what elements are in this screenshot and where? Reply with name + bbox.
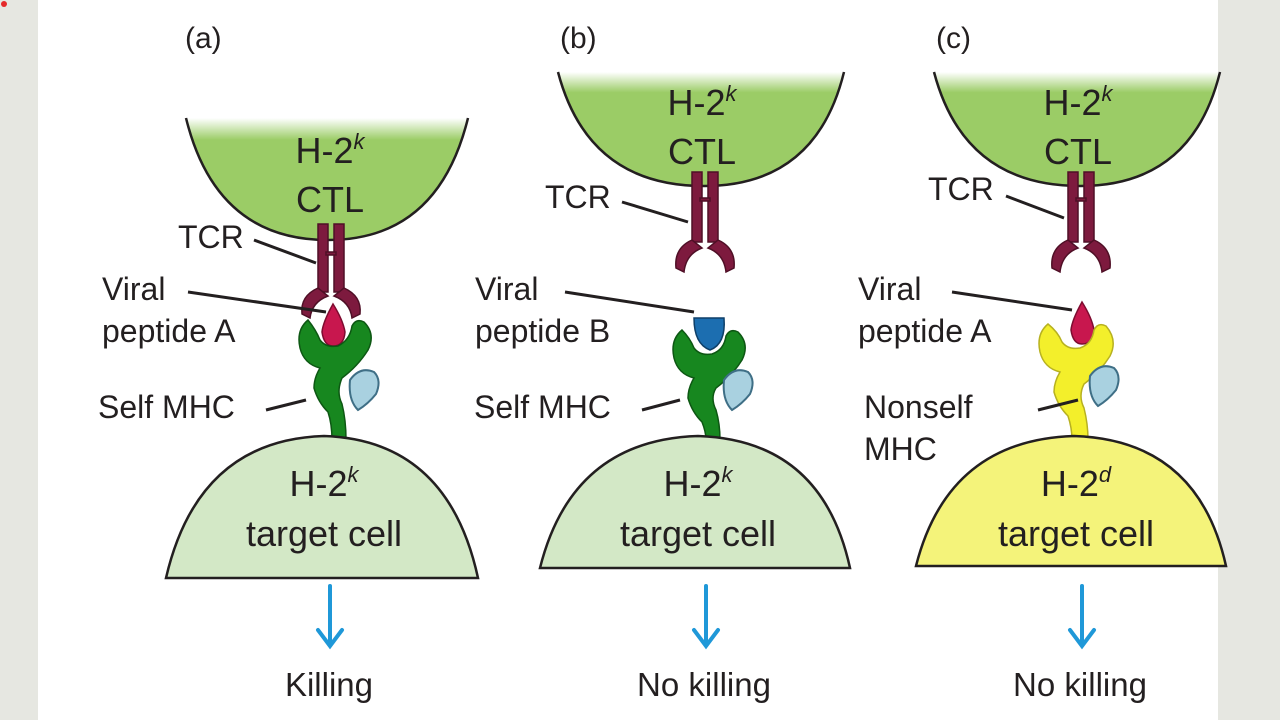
- mhc-label-c-line2: MHC: [864, 431, 937, 467]
- peptide-icon: [1070, 300, 1095, 345]
- peptide-label-c-line2: peptide A: [858, 313, 992, 349]
- ctl-label-a-line2: CTL: [296, 179, 364, 220]
- down-arrow-icon: [1068, 584, 1096, 650]
- ctl-cell-outline-b: [556, 71, 846, 188]
- panel-c: (c) H-2k CTL TCR Viral peptide A Nonself…: [858, 22, 1228, 703]
- peptide-label-b-line2: peptide B: [475, 313, 610, 349]
- beta2-microglobulin-icon: [348, 369, 380, 412]
- target-label-c: H-2d: [1041, 462, 1112, 504]
- tcr-label-c: TCR: [928, 171, 994, 207]
- ctl-cell-outline-c: [932, 71, 1222, 188]
- ctl-label-c: H-2k: [1043, 81, 1113, 123]
- mhc-label-a: Self MHC: [98, 389, 235, 425]
- peptide-label-a-line1: Viral: [102, 271, 165, 307]
- ctl-cell-c: [934, 72, 1220, 186]
- mhc-leader-c: [1037, 398, 1079, 412]
- beta2-microglobulin-icon: [1088, 365, 1120, 408]
- record-indicator-icon: [1, 1, 7, 7]
- mhc-molecule-icon: [672, 328, 746, 441]
- ctl-label-a: H-2k: [295, 129, 365, 171]
- panel-a: (a) H-2k CTL TCR Viral peptide A Self MH…: [98, 22, 480, 703]
- target-cell-a: [164, 434, 480, 580]
- t-cell-receptor-icon: [1051, 171, 1111, 274]
- tcr-leader-b: [621, 200, 689, 224]
- panel-b-letter: (b): [560, 22, 597, 55]
- peptide-leader-c: [951, 290, 1073, 312]
- target-label-b-line2: target cell: [620, 513, 776, 554]
- down-arrow-icon: [692, 584, 720, 650]
- target-cell-c: [914, 434, 1228, 568]
- tcr-leader-c: [1005, 194, 1065, 220]
- mhc-leader-a: [265, 398, 307, 412]
- peptide-label-b-line1: Viral: [475, 271, 538, 307]
- ctl-label-b-line2: CTL: [668, 131, 736, 172]
- tcr-leader-a: [253, 238, 317, 265]
- tcr-label-b: TCR: [545, 179, 611, 215]
- mhc-molecule-icon: [1038, 323, 1114, 441]
- mhc-label-c-line1: Nonself: [864, 389, 973, 425]
- diagram-slide: (a) H-2k CTL TCR Viral peptide A Self MH…: [38, 0, 1228, 720]
- panel-a-letter: (a): [185, 22, 222, 55]
- target-cell-b: [538, 434, 852, 570]
- ctl-label-b: H-2k: [667, 81, 737, 123]
- peptide-label-a-line2: peptide A: [102, 313, 236, 349]
- peptide-icon: [693, 317, 725, 351]
- target-label-a-line2: target cell: [246, 513, 402, 554]
- ctl-mhc-restriction-diagram: (a) H-2k CTL TCR Viral peptide A Self MH…: [98, 22, 1228, 703]
- mhc-label-b: Self MHC: [474, 389, 611, 425]
- target-label-b: H-2k: [663, 462, 733, 504]
- outcome-c: No killing: [1013, 666, 1147, 703]
- down-arrow-icon: [316, 584, 344, 650]
- mhc-molecule-icon: [298, 318, 372, 441]
- ctl-cell-a: [186, 118, 468, 240]
- ctl-cell-b: [558, 72, 844, 186]
- t-cell-receptor-icon: [675, 171, 735, 274]
- panel-b: (b) H-2k CTL TCR Viral peptide B Self MH…: [474, 22, 852, 703]
- peptide-leader-b: [564, 290, 695, 314]
- target-label-c-line2: target cell: [998, 513, 1154, 554]
- peptide-label-c-line1: Viral: [858, 271, 921, 307]
- outcome-b: No killing: [637, 666, 771, 703]
- outcome-a: Killing: [285, 666, 373, 703]
- target-label-a: H-2k: [289, 462, 359, 504]
- ctl-label-c-line2: CTL: [1044, 131, 1112, 172]
- mhc-leader-b: [641, 398, 681, 412]
- panel-c-letter: (c): [936, 22, 971, 55]
- peptide-icon: [321, 302, 346, 347]
- peptide-leader-a: [187, 290, 327, 314]
- beta2-microglobulin-icon: [722, 369, 754, 412]
- tcr-label-a: TCR: [178, 219, 244, 255]
